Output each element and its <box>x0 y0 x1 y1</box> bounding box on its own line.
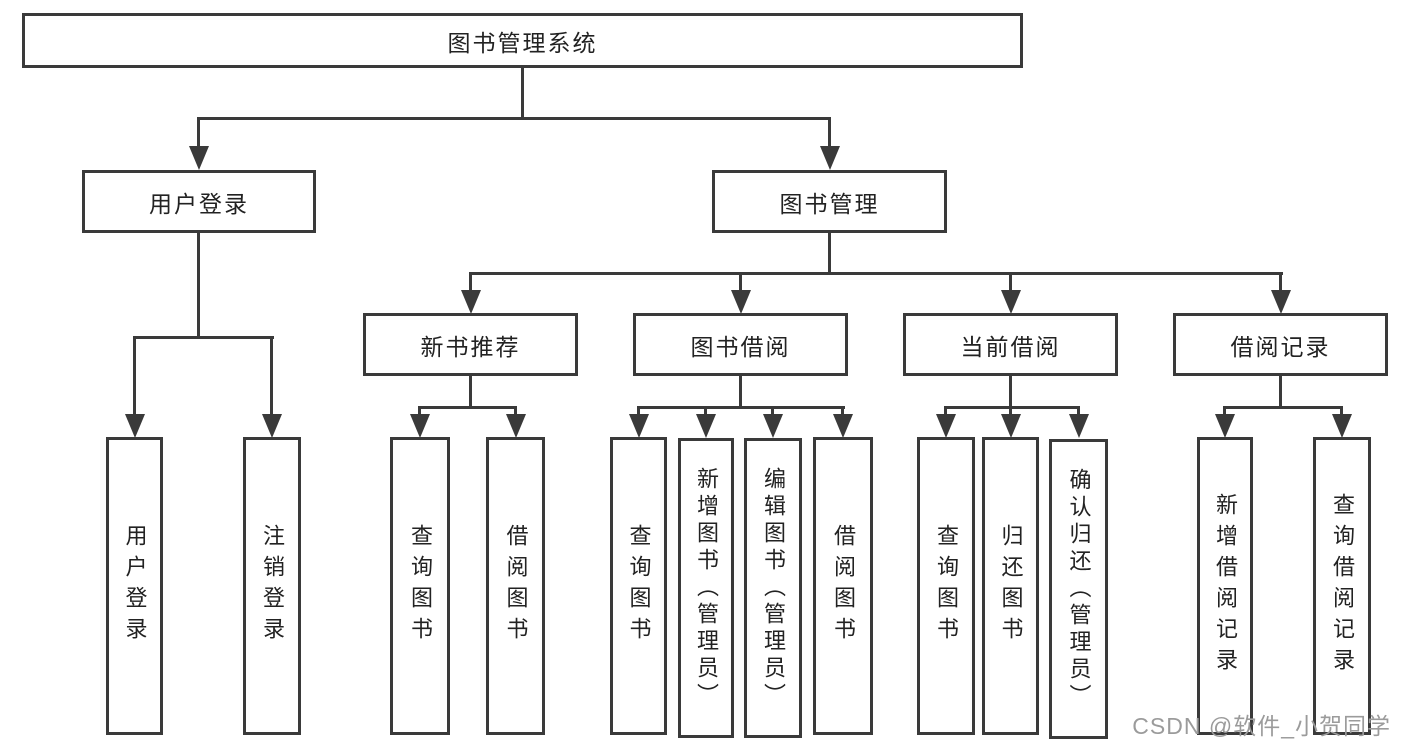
node-user-login: 用户登录 <box>82 170 316 233</box>
node-label: 归还图书 <box>998 524 1024 648</box>
leaf-user-login: 用户登录 <box>106 437 163 735</box>
leaf-confirm-return-admin: 确认归还（管理员） <box>1049 439 1108 739</box>
arrow-down-icon <box>1271 290 1291 314</box>
node-label: 借阅图书 <box>831 524 856 648</box>
node-label: 查询借阅记录 <box>1330 493 1355 679</box>
node-borrow-records: 借阅记录 <box>1173 313 1388 376</box>
line-stub <box>1340 406 1343 418</box>
node-current-borrowing: 当前借阅 <box>903 313 1118 376</box>
line-stub <box>841 406 844 418</box>
leaf-query-books-current: 查询图书 <box>917 437 975 735</box>
arrow-down-icon <box>461 290 481 314</box>
arrow-down-icon <box>1069 414 1089 438</box>
node-label: 确认归还（管理员） <box>1066 467 1092 711</box>
line-book-borrow-drop <box>739 376 742 408</box>
line-stub <box>514 406 517 418</box>
node-label: 图书借阅 <box>690 333 791 360</box>
line-stub-user-login <box>197 117 200 149</box>
line-user-login-drop <box>197 233 200 337</box>
line-stub <box>637 406 640 418</box>
arrow-down-icon <box>696 414 716 438</box>
leaf-logout: 注销登录 <box>243 437 301 735</box>
arrow-down-icon <box>1001 290 1021 314</box>
leaf-add-book-admin: 新增图书（管理员） <box>678 438 734 738</box>
line-current-borrow-bus <box>944 406 1080 409</box>
line-stub-book-borrow <box>739 272 742 292</box>
node-label: 注销登录 <box>260 524 285 648</box>
node-label: 新增借阅记录 <box>1213 493 1238 679</box>
line-stub-new-book <box>469 272 472 292</box>
leaf-borrow-books-recommend: 借阅图书 <box>486 437 545 735</box>
line-stub-current-borrow <box>1009 272 1012 292</box>
leaf-return-book: 归还图书 <box>982 437 1039 735</box>
arrow-down-icon <box>731 290 751 314</box>
line-new-book-bus <box>418 406 517 409</box>
arrow-down-icon <box>1332 414 1352 438</box>
csdn-watermark: CSDN @软件_小贺同学 <box>1132 713 1391 739</box>
line-stub <box>944 406 947 418</box>
leaf-borrow-books-borrowing: 借阅图书 <box>813 437 873 735</box>
leaf-query-books-borrowing: 查询图书 <box>610 437 667 735</box>
line-stub <box>771 406 774 418</box>
line-user-login-bus <box>133 336 274 339</box>
node-label: 图书管理 <box>779 190 880 217</box>
arrow-down-icon <box>125 414 145 438</box>
node-label: 编辑图书（管理员） <box>761 466 786 710</box>
node-label: 查询图书 <box>408 524 433 648</box>
arrow-down-icon <box>629 414 649 438</box>
line-book-mgmt-drop <box>828 233 831 274</box>
line-borrow-records-drop <box>1279 376 1282 408</box>
node-label: 新增图书（管理员） <box>694 466 719 710</box>
node-label: 查询图书 <box>934 524 959 648</box>
node-label: 查询图书 <box>626 524 652 648</box>
line-level3-bus <box>469 272 1283 275</box>
leaf-query-borrow-record: 查询借阅记录 <box>1313 437 1371 735</box>
line-level2-bus <box>197 117 831 120</box>
arrow-down-icon <box>262 414 282 438</box>
line-stub-book-mgmt <box>828 117 831 149</box>
arrow-down-icon <box>506 414 526 438</box>
node-label: 用户登录 <box>149 190 249 217</box>
node-label: 图书管理系统 <box>447 29 598 56</box>
node-label: 借阅图书 <box>503 524 529 648</box>
node-book-borrowing: 图书借阅 <box>633 313 848 376</box>
arrow-down-icon <box>833 414 853 438</box>
line-borrow-records-bus <box>1223 406 1343 409</box>
arrow-down-icon <box>936 414 956 438</box>
line-root-drop <box>521 68 524 119</box>
node-label: 新书推荐 <box>420 333 521 360</box>
leaf-query-books-recommend: 查询图书 <box>390 437 450 735</box>
node-book-management: 图书管理 <box>712 170 947 233</box>
node-label: 当前借阅 <box>960 333 1061 360</box>
node-label: 用户登录 <box>122 524 148 648</box>
line-stub <box>1223 406 1226 418</box>
line-stub <box>1077 406 1080 418</box>
line-stub-borrow-records <box>1279 272 1282 292</box>
arrow-down-icon <box>189 146 209 170</box>
line-stub <box>704 406 707 418</box>
arrow-down-icon <box>763 414 783 438</box>
arrow-down-icon <box>1001 414 1021 438</box>
node-new-book-recommend: 新书推荐 <box>363 313 578 376</box>
line-new-book-drop <box>469 376 472 408</box>
line-book-borrow-bus <box>637 406 845 409</box>
arrow-down-icon <box>1215 414 1235 438</box>
node-library-system-root: 图书管理系统 <box>22 13 1023 68</box>
line-stub <box>1009 406 1012 418</box>
line-current-borrow-drop <box>1009 376 1012 408</box>
line-stub <box>418 406 421 418</box>
arrow-down-icon <box>820 146 840 170</box>
leaf-add-borrow-record: 新增借阅记录 <box>1197 437 1253 735</box>
line-stub-leaf-user-login <box>133 336 136 417</box>
line-stub-leaf-logout <box>270 336 273 417</box>
node-label: 借阅记录 <box>1230 333 1331 360</box>
leaf-edit-book-admin: 编辑图书（管理员） <box>744 438 802 738</box>
arrow-down-icon <box>410 414 430 438</box>
